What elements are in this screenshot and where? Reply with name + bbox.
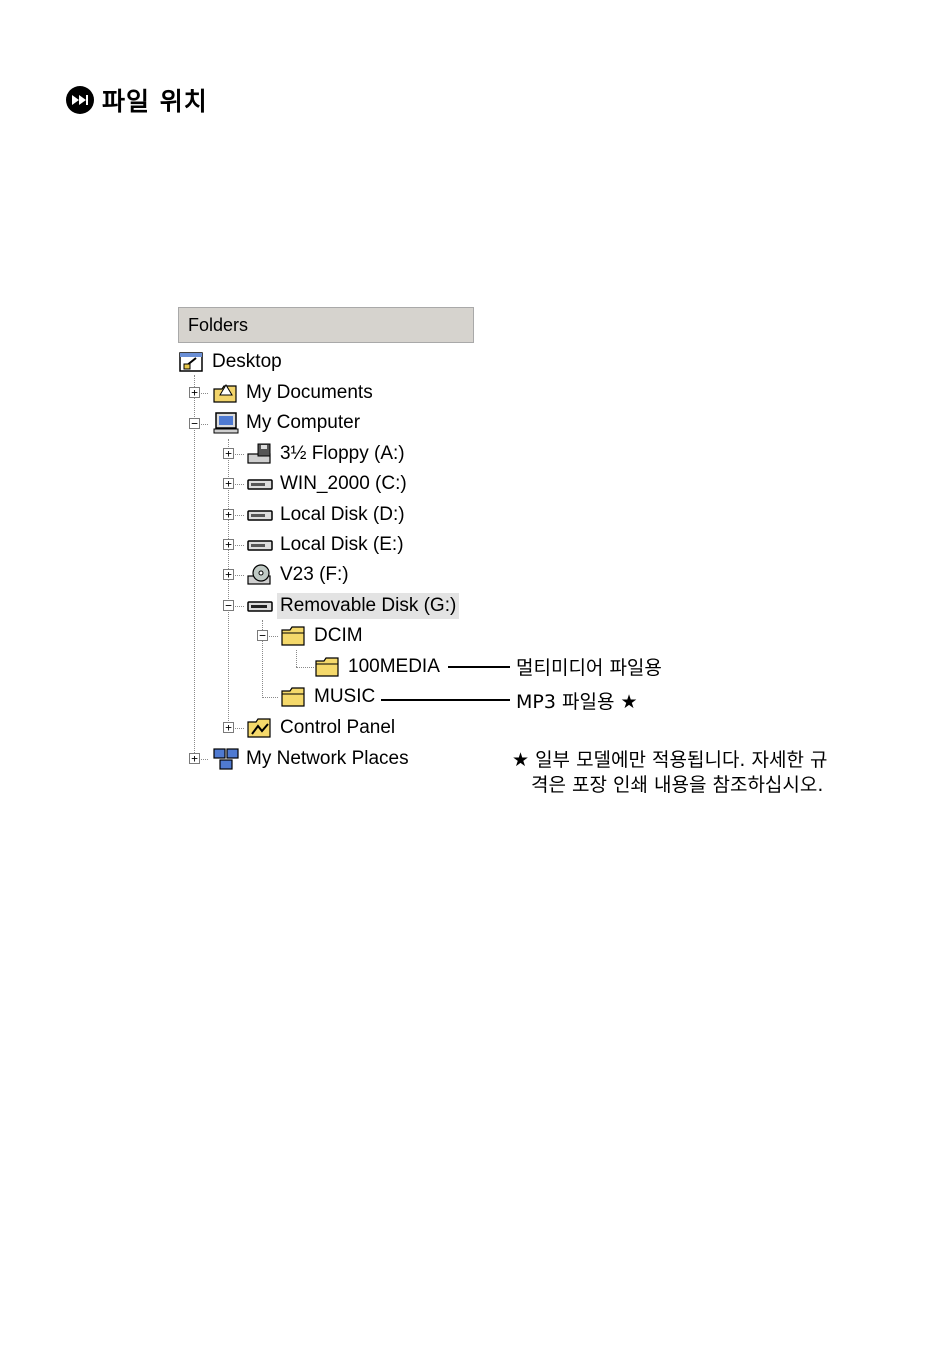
tree-item-label: Removable Disk (G:) (277, 593, 459, 619)
tree-item-v23[interactable]: V23 (F:) (246, 560, 349, 590)
expand-toggle[interactable]: + (189, 387, 200, 398)
tree-item-floppy[interactable]: 3½ Floppy (A:) (246, 439, 405, 469)
tree-item-network[interactable]: My Network Places (212, 744, 409, 774)
tree-item-local-disk-d[interactable]: Local Disk (D:) (246, 500, 405, 530)
footnote-line-2: 격은 포장 인쇄 내용을 참조하십시오. (531, 773, 823, 798)
annotation-line-music (381, 699, 510, 701)
tree-item-my-computer[interactable]: My Computer (212, 408, 360, 438)
tree-item-label: Local Disk (D:) (280, 504, 405, 526)
control-panel-icon (246, 716, 274, 740)
hard-drive-icon (246, 472, 274, 496)
tree-item-label: My Network Places (246, 748, 409, 770)
tree-item-label: My Documents (246, 382, 373, 404)
tree-item-dcim[interactable]: DCIM (280, 621, 363, 651)
cd-drive-icon (246, 563, 274, 587)
tree-item-music[interactable]: MUSIC (280, 682, 375, 712)
tree-item-label: Desktop (212, 351, 282, 373)
tree-item-removable-disk[interactable]: Removable Disk (G:) (246, 591, 459, 621)
tree-item-desktop[interactable]: Desktop (178, 347, 282, 377)
removable-drive-icon (246, 594, 274, 618)
folder-documents-icon (212, 381, 240, 405)
expand-toggle[interactable]: + (223, 539, 234, 550)
tree-item-local-disk-e[interactable]: Local Disk (E:) (246, 530, 404, 560)
tree-item-win2000[interactable]: WIN_2000 (C:) (246, 469, 407, 499)
tree-item-label: Control Panel (280, 717, 395, 739)
expand-toggle[interactable]: + (223, 722, 234, 733)
section-heading: 파일 위치 (66, 84, 208, 116)
tree-item-control-panel[interactable]: Control Panel (246, 713, 395, 743)
tree-item-label: V23 (F:) (280, 564, 349, 586)
annotation-media: 멀티미디어 파일용 (516, 653, 662, 680)
tree-item-label: 100MEDIA (348, 656, 440, 678)
folder-icon (314, 655, 342, 679)
folder-icon (280, 685, 308, 709)
collapse-toggle[interactable]: − (257, 630, 268, 641)
network-places-icon (212, 747, 240, 771)
tree-item-label: 3½ Floppy (A:) (280, 443, 405, 465)
floppy-drive-icon (246, 442, 274, 466)
folder-tree: Desktop + My Documents − My Computer + 3… (178, 307, 698, 787)
arrow-circle-icon (66, 86, 94, 114)
hard-drive-icon (246, 503, 274, 527)
tree-item-label: My Computer (246, 412, 360, 434)
tree-item-label: Local Disk (E:) (280, 534, 404, 556)
expand-toggle[interactable]: + (223, 448, 234, 459)
tree-item-label: DCIM (314, 625, 363, 647)
expand-toggle[interactable]: + (223, 569, 234, 580)
collapse-toggle[interactable]: − (223, 600, 234, 611)
tree-item-label: MUSIC (314, 686, 375, 708)
annotation-line-media (448, 666, 510, 668)
desktop-icon (178, 350, 206, 374)
expand-toggle[interactable]: + (223, 478, 234, 489)
expand-toggle[interactable]: + (223, 509, 234, 520)
collapse-toggle[interactable]: − (189, 418, 200, 429)
tree-item-my-documents[interactable]: My Documents (212, 378, 373, 408)
annotation-music: MP3 파일용 ★ (516, 687, 638, 714)
footnote-line-1: ★ 일부 모델에만 적용됩니다. 자세한 규 (512, 748, 827, 773)
hard-drive-icon (246, 533, 274, 557)
computer-icon (212, 411, 240, 435)
expand-toggle[interactable]: + (189, 753, 200, 764)
page-title: 파일 위치 (102, 82, 208, 118)
tree-item-label: WIN_2000 (C:) (280, 473, 407, 495)
tree-item-100media[interactable]: 100MEDIA (314, 652, 440, 682)
folder-icon (280, 624, 308, 648)
